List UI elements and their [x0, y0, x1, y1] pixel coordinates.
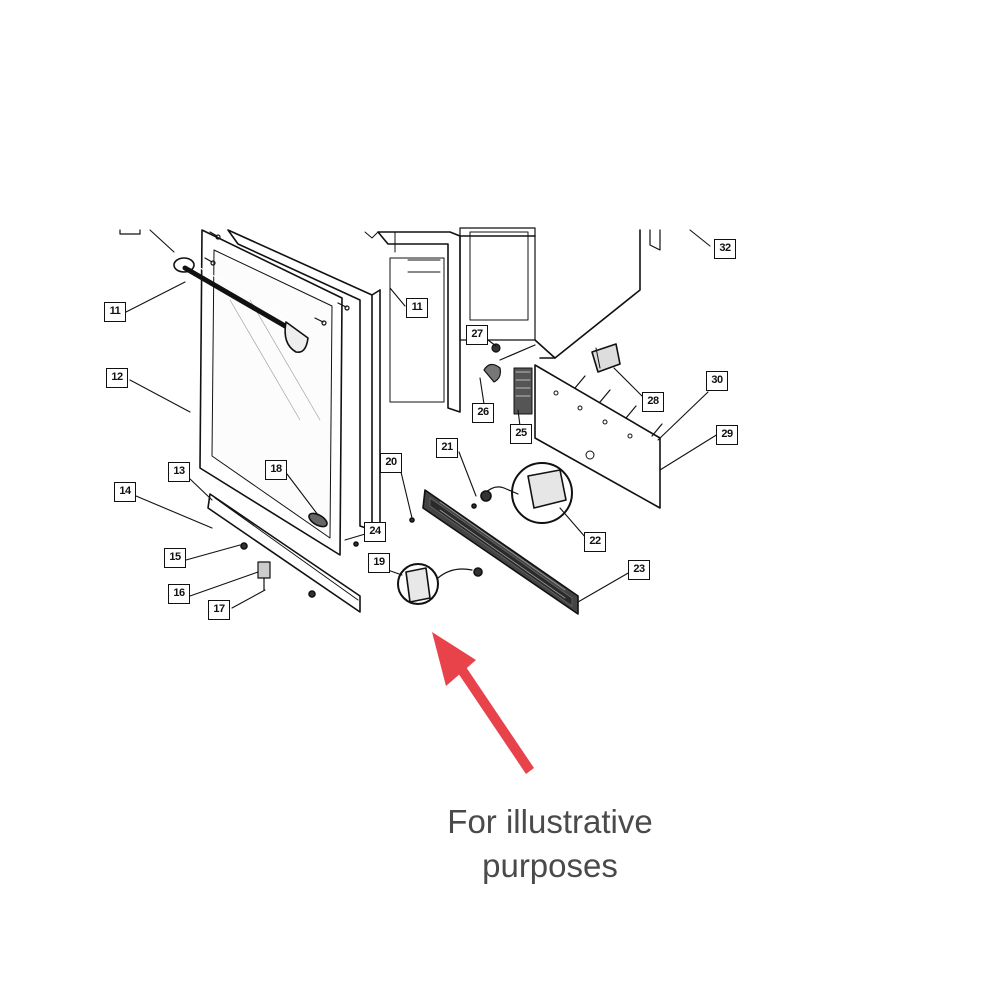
caption-line-1: For illustrative [447, 803, 653, 840]
callout-11-frame: 11 [406, 298, 428, 318]
callout-23: 23 [628, 560, 650, 580]
closer-callout [397, 563, 483, 605]
callout-28: 28 [642, 392, 664, 412]
cabinet-frame [364, 227, 536, 413]
callout-22: 22 [584, 532, 606, 552]
callout-15: 15 [164, 548, 186, 568]
callout-27: 27 [466, 325, 488, 345]
lower-grille [422, 489, 579, 615]
door-panel [199, 229, 343, 556]
callout-17: 17 [208, 600, 230, 620]
callout-29: 29 [716, 425, 738, 445]
callout-16: 16 [168, 584, 190, 604]
callout-32: 32 [714, 239, 736, 259]
pointer-arrow [432, 632, 534, 774]
latch-component [591, 343, 621, 373]
screws-top [204, 231, 350, 326]
kick-plate [534, 364, 661, 509]
callout-11-handle: 11 [104, 302, 126, 322]
cabinet-side [534, 229, 661, 359]
callout-14: 14 [114, 482, 136, 502]
vent-grille [513, 367, 533, 415]
hinge-bracket [240, 503, 477, 598]
callout-18: 18 [265, 460, 287, 480]
callout-12: 12 [106, 368, 128, 388]
callout-13: 13 [168, 462, 190, 482]
callout-21: 21 [436, 438, 458, 458]
callout-20: 20 [380, 453, 402, 473]
leader-lines [125, 229, 719, 609]
callout-25: 25 [510, 424, 532, 444]
callout-26: 26 [472, 403, 494, 423]
thermostat-callout [480, 462, 573, 524]
door-handle [173, 257, 309, 354]
bottom-rail [207, 493, 361, 613]
callout-24: 24 [364, 522, 386, 542]
illustrative-caption: For illustrative purposes [380, 800, 720, 888]
screws-kick-plate [574, 375, 663, 437]
callout-19: 19 [368, 553, 390, 573]
small-fittings [483, 343, 536, 383]
caption-line-2: purposes [482, 847, 618, 884]
callout-30: 30 [706, 371, 728, 391]
